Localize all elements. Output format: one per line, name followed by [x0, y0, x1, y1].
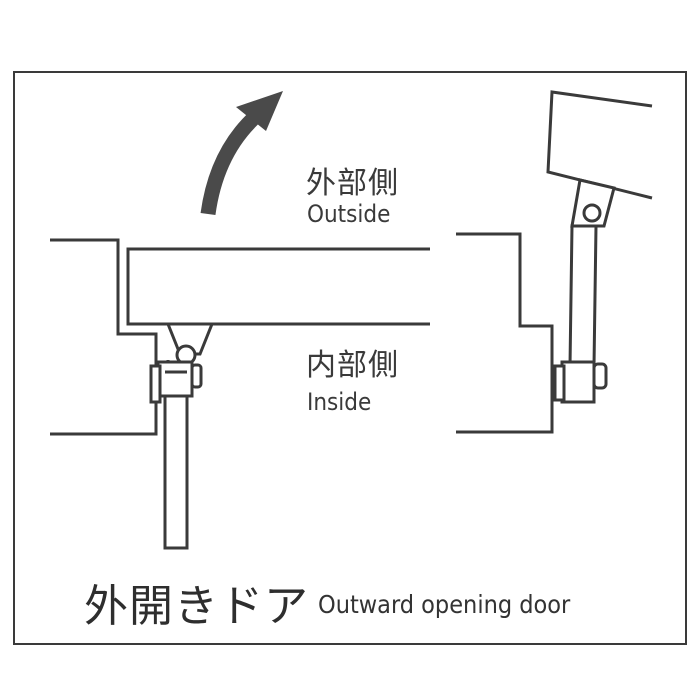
left-closer-arm — [149, 360, 203, 550]
right-closer-arm — [553, 224, 608, 404]
inside-label-en: Inside — [307, 388, 372, 416]
right-wall-frame — [456, 232, 554, 434]
door-slab — [126, 247, 430, 326]
open-door-slab — [546, 90, 653, 200]
inside-label-jp: 内部側 — [306, 348, 399, 383]
right-closer-bracket — [570, 178, 616, 228]
outer-frame — [13, 71, 687, 645]
outside-label-jp: 外部側 — [306, 166, 399, 201]
left-wall-frame — [50, 238, 158, 436]
caption-title-en: Outward opening door — [318, 590, 571, 619]
outside-label-en: Outside — [307, 200, 391, 228]
caption-title-jp: 外開きドア — [84, 581, 309, 632]
opening-direction-arrow-icon — [200, 91, 283, 216]
